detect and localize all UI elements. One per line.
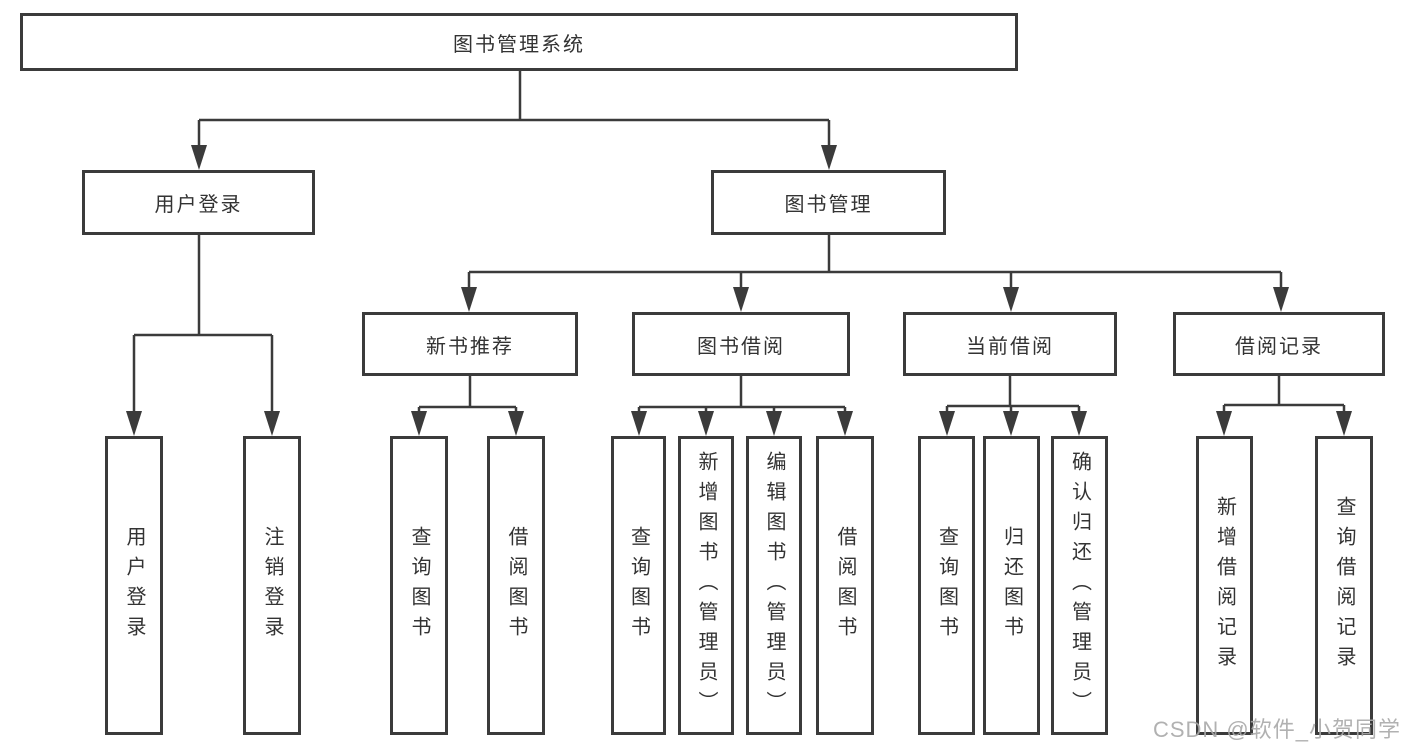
node-label: 查询图书	[627, 525, 650, 646]
leaf-borrow-books: 借阅图书	[816, 436, 874, 735]
node-book-management: 图书管理	[711, 170, 946, 235]
node-label: 借阅记录	[1235, 335, 1323, 358]
node-user-login: 用户登录	[82, 170, 315, 235]
leaf-add-book-admin: 新增图书（管理员）	[678, 436, 734, 735]
leaf-search-books-current: 查询图书	[918, 436, 975, 735]
node-root: 图书管理系统	[20, 13, 1018, 71]
node-current-borrow: 当前借阅	[903, 312, 1117, 376]
node-label: 借阅图书	[505, 525, 527, 646]
node-label: 用户登录	[123, 525, 145, 646]
node-label: 新书推荐	[426, 335, 514, 358]
leaf-confirm-return-admin: 确认归还（管理员）	[1051, 436, 1108, 735]
node-book-borrow: 图书借阅	[632, 312, 850, 376]
leaf-edit-book-admin: 编辑图书（管理员）	[746, 436, 802, 735]
node-label: 图书管理系统	[453, 33, 585, 56]
leaf-search-borrow-record: 查询借阅记录	[1315, 436, 1373, 735]
leaf-search-books-recommend: 查询图书	[390, 436, 448, 735]
node-new-book-recommend: 新书推荐	[362, 312, 578, 376]
leaf-add-borrow-record: 新增借阅记录	[1196, 436, 1253, 735]
leaf-return-book: 归还图书	[983, 436, 1040, 735]
node-label: 查询借阅记录	[1333, 495, 1355, 676]
node-borrow-records: 借阅记录	[1173, 312, 1385, 376]
leaf-logout: 注销登录	[243, 436, 301, 735]
node-label: 新增借阅记录	[1213, 495, 1236, 676]
node-label: 当前借阅	[966, 335, 1054, 358]
node-label: 查询图书	[935, 525, 958, 646]
leaf-borrow-books-recommend: 借阅图书	[487, 436, 545, 735]
node-label: 新增图书（管理员）	[695, 450, 717, 721]
leaf-search-books-borrow: 查询图书	[611, 436, 666, 735]
node-label: 借阅图书	[834, 525, 856, 646]
node-label: 用户登录	[154, 194, 243, 216]
node-label: 图书借阅	[697, 335, 785, 358]
csdn-watermark: CSDN @软件_小贺同学	[1152, 717, 1401, 742]
node-label: 注销登录	[261, 525, 283, 646]
node-label: 查询图书	[408, 525, 430, 646]
node-label: 编辑图书（管理员）	[763, 450, 785, 721]
node-label: 归还图书	[1000, 525, 1023, 646]
node-label: 图书管理	[784, 194, 873, 216]
node-label: 确认归还（管理员）	[1068, 450, 1091, 721]
leaf-user-login: 用户登录	[105, 436, 163, 735]
